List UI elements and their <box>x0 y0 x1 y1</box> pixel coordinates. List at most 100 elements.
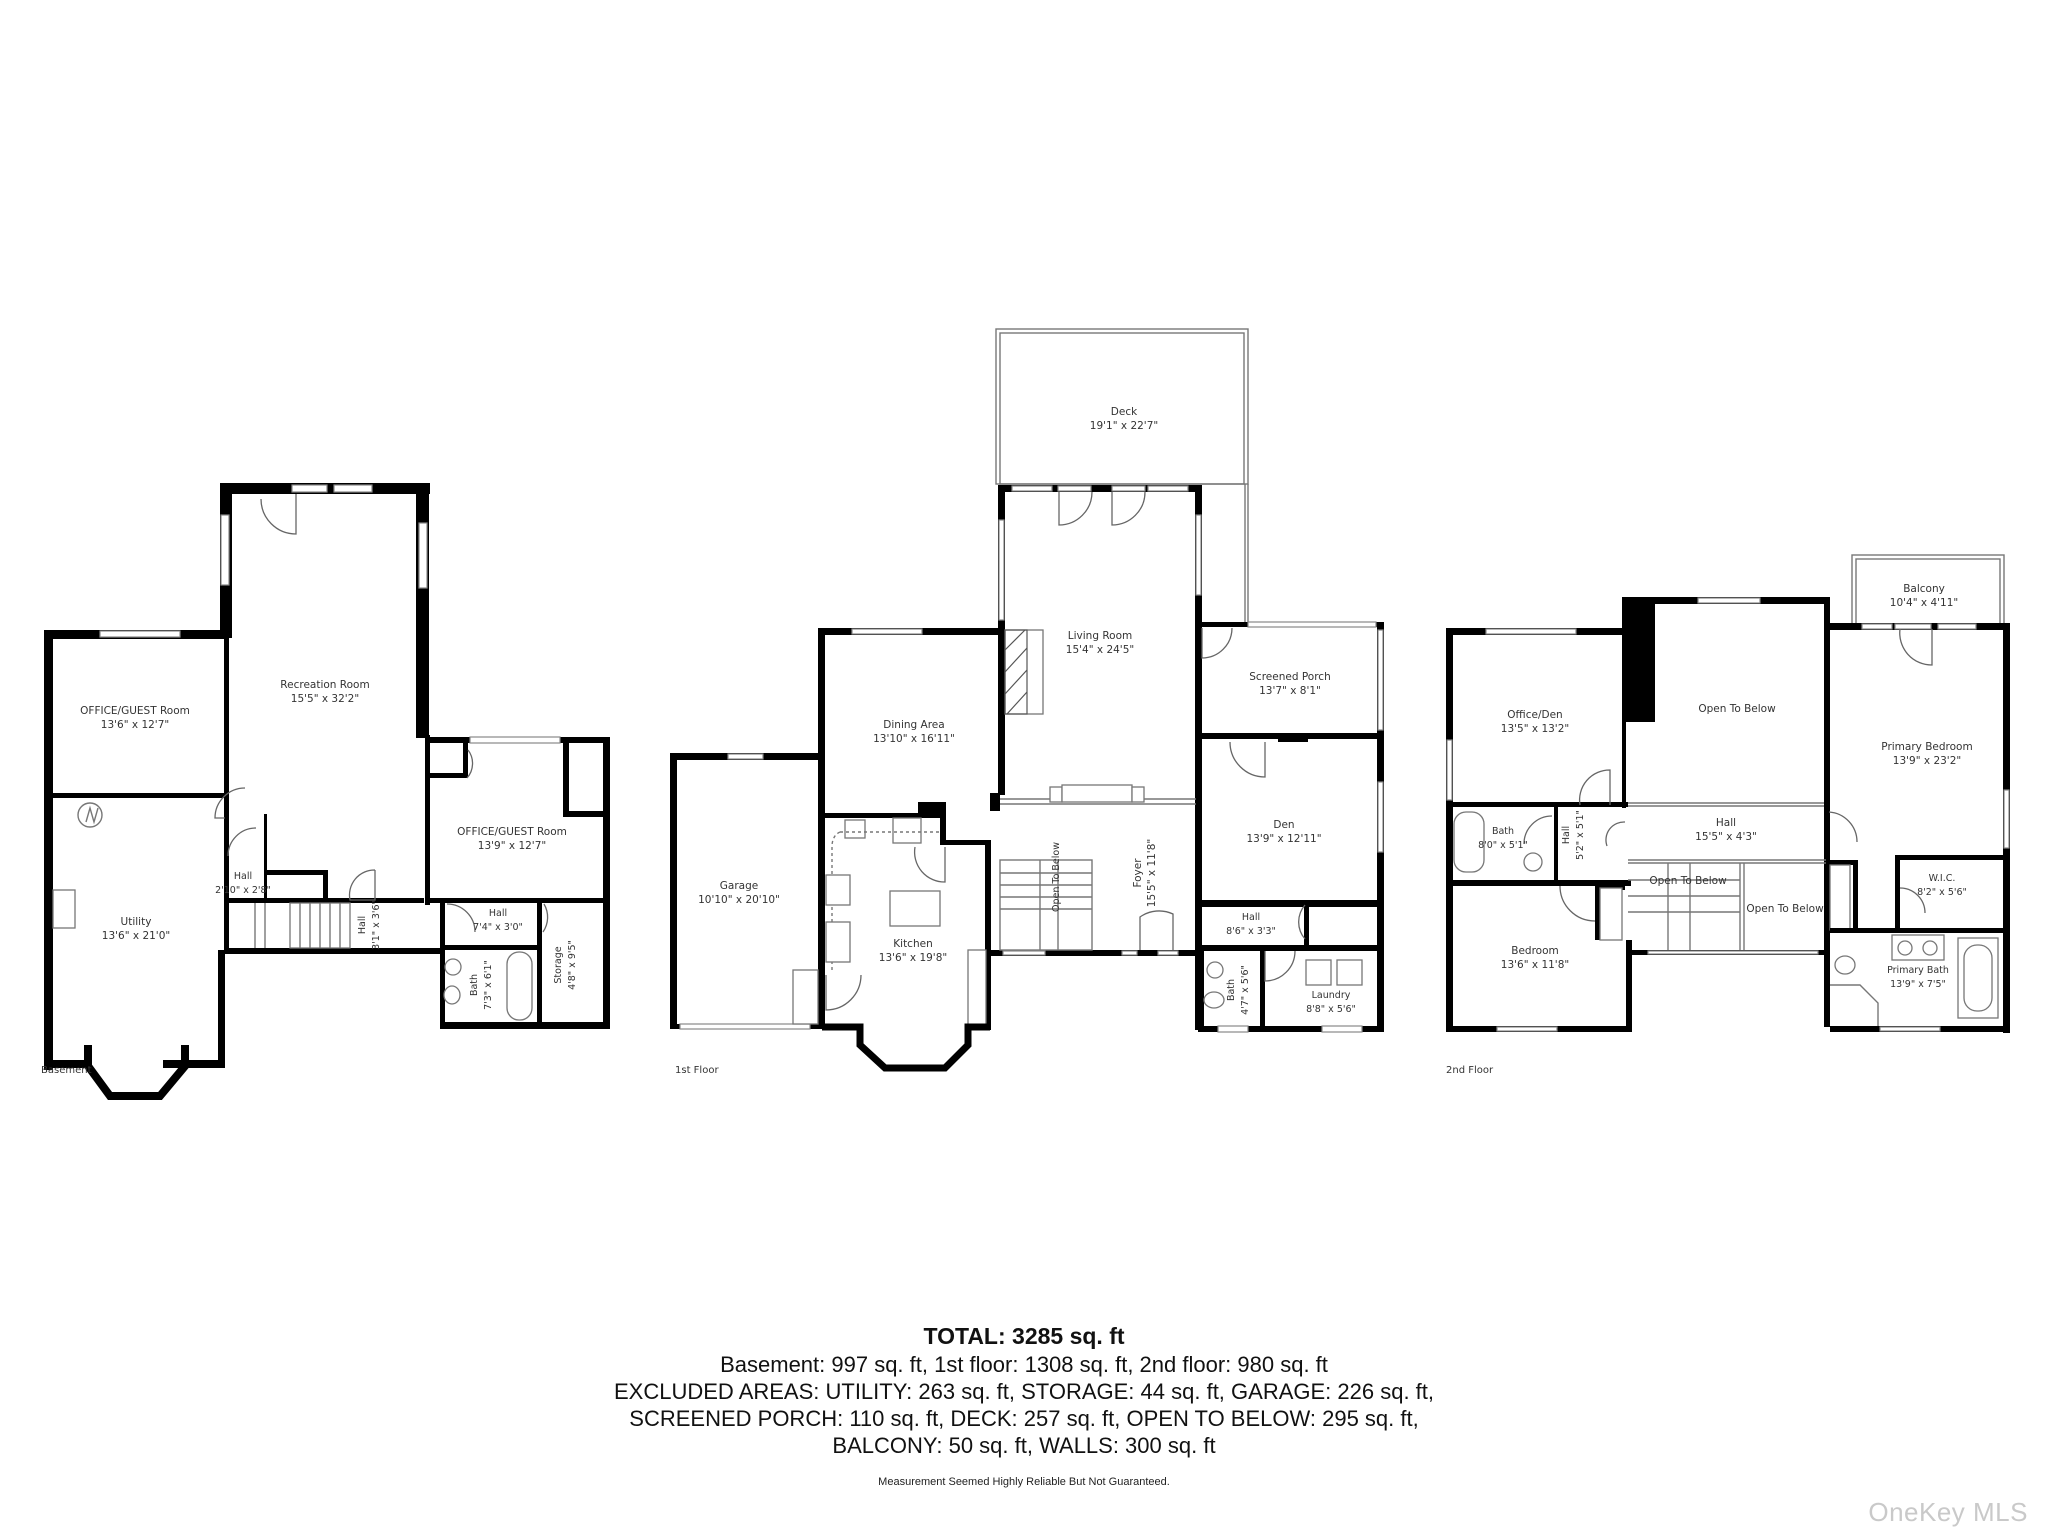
room-name: Bath <box>1491 826 1515 837</box>
room-label-first-bath: Bath 4'7" x 5'6" <box>1225 965 1253 1015</box>
room-label-second-hall: Hall 15'5" x 4'3" <box>1695 816 1757 844</box>
floor-name-first: 1st Floor <box>675 1065 719 1076</box>
room-dimensions: 8'0" x 5'1" <box>1478 840 1528 851</box>
room-name: Hall <box>233 871 253 882</box>
room-name: OFFICE/GUEST Room <box>457 826 567 838</box>
total-area: TOTAL: 3285 sq. ft <box>923 1323 1125 1349</box>
room-dimensions: 15'5" x 4'3" <box>1695 831 1757 843</box>
room-dimensions: 10'10" x 20'10" <box>698 894 780 906</box>
room-name: Hall <box>1561 825 1572 845</box>
room-name: Laundry <box>1311 990 1351 1001</box>
room-label-living-room: Living Room 15'4" x 24'5" <box>1066 629 1134 657</box>
room-dimensions: 13'6" x 19'8" <box>878 952 948 964</box>
room-dimensions: 13'7" x 8'1" <box>1259 685 1321 697</box>
room-name: OFFICE/GUEST Room <box>80 705 190 717</box>
room-name: Utility <box>120 916 152 928</box>
room-label-basement-office-guest-1: OFFICE/GUEST Room 13'6" x 12'7" <box>80 704 190 732</box>
room-label-utility: Utility 13'6" x 21'0" <box>102 915 170 943</box>
room-label-office-den: Office/Den 13'5" x 13'2" <box>1501 708 1569 736</box>
room-label-second-open-to-below-top: Open To Below <box>1698 702 1775 716</box>
room-label-primary-bath: Primary Bath 13'9" x 7'5" <box>1887 964 1949 992</box>
room-name: Recreation Room <box>280 679 370 691</box>
room-name: Garage <box>719 880 759 892</box>
room-dimensions: 7'4" x 3'0" <box>473 922 523 933</box>
room-name: Deck <box>1110 406 1138 418</box>
room-label-basement-office-guest-2: OFFICE/GUEST Room 13'9" x 12'7" <box>457 825 567 853</box>
room-label-basement-bath: Bath 7'3" x 6'1" <box>468 960 496 1010</box>
room-name: Primary Bath <box>1887 965 1949 976</box>
floor-name-basement: Basement <box>41 1065 92 1076</box>
room-name: Balcony <box>1903 583 1945 595</box>
room-name: Hall <box>1715 817 1737 829</box>
room-name: Bath <box>1226 978 1237 1002</box>
second-floor-plan <box>1446 554 2010 1033</box>
excluded-areas-line-2: SCREENED PORCH: 110 sq. ft, DECK: 257 sq… <box>629 1406 1419 1431</box>
room-label-primary-bedroom: Primary Bedroom 13'9" x 23'2" <box>1881 740 1972 768</box>
room-name: Open To Below <box>1746 903 1824 915</box>
room-label-wic: W.I.C. 8'2" x 5'6" <box>1917 872 1967 900</box>
room-label-recreation-room: Recreation Room 15'5" x 32'2" <box>280 678 369 706</box>
room-label-first-open-to-below: Open To Below <box>1050 842 1064 912</box>
room-dimensions: 13'9" x 23'2" <box>1892 755 1962 767</box>
room-dimensions: 8'8" x 5'6" <box>1306 1004 1356 1015</box>
room-name: Screened Porch <box>1249 671 1331 683</box>
room-name: Hall <box>488 908 508 919</box>
room-name: Bath <box>469 973 480 997</box>
floor-areas-line: Basement: 997 sq. ft, 1st floor: 1308 sq… <box>720 1352 1328 1377</box>
room-dimensions: 13'5" x 13'2" <box>1500 723 1570 735</box>
room-dimensions: 7'3" x 6'1" <box>483 960 494 1010</box>
room-label-deck: Deck 19'1" x 22'7" <box>1090 405 1158 433</box>
basement-plan <box>44 483 610 1100</box>
excluded-areas-line-3: BALCONY: 50 sq. ft, WALLS: 300 sq. ft <box>832 1433 1216 1458</box>
room-label-second-hall-small: Hall 5'2" x 5'1" <box>1560 810 1588 860</box>
room-dimensions: 2'10" x 2'8" <box>215 885 271 896</box>
first-floor-plan <box>670 328 1384 1072</box>
room-name: Open To Below <box>1649 875 1727 887</box>
room-dimensions: 13'6" x 21'0" <box>101 930 171 942</box>
room-name: Primary Bedroom <box>1881 741 1973 753</box>
room-name: Foyer <box>1132 858 1144 888</box>
room-name: W.I.C. <box>1928 873 1956 884</box>
room-label-basement-hall-stair: Hall 3'1" x 3'6" <box>356 900 384 950</box>
room-label-first-hall: Hall 8'6" x 3'3" <box>1226 911 1276 939</box>
room-name: Living Room <box>1067 630 1133 642</box>
room-label-storage: Storage 4'8" x 9'5" <box>552 940 580 990</box>
room-name: Open To Below <box>1051 842 1062 912</box>
room-label-second-open-to-below-right: Open To Below <box>1746 902 1823 916</box>
measurement-disclaimer: Measurement Seemed Highly Reliable But N… <box>878 1476 1170 1488</box>
room-name: Kitchen <box>893 938 933 950</box>
room-dimensions: 15'5" x 32'2" <box>290 693 360 705</box>
room-name: Open To Below <box>1698 703 1776 715</box>
room-dimensions: 15'5" x 11'8" <box>1146 838 1158 908</box>
room-name: Hall <box>357 915 368 935</box>
room-label-laundry: Laundry 8'8" x 5'6" <box>1306 989 1356 1017</box>
room-dimensions: 13'6" x 12'7" <box>100 719 170 731</box>
room-dimensions: 19'1" x 22'7" <box>1089 420 1159 432</box>
room-label-foyer: Foyer 15'5" x 11'8" <box>1131 839 1159 907</box>
room-dimensions: 4'8" x 9'5" <box>567 940 578 990</box>
room-name: Dining Area <box>883 719 945 731</box>
floor-name-second: 2nd Floor <box>1446 1065 1494 1076</box>
room-dimensions: 13'6" x 11'8" <box>1500 959 1570 971</box>
room-label-den: Den 13'9" x 12'11" <box>1246 818 1321 846</box>
room-label-dining-area: Dining Area 13'10" x 16'11" <box>873 718 955 746</box>
room-dimensions: 13'9" x 7'5" <box>1890 979 1946 990</box>
room-name: Hall <box>1241 912 1261 923</box>
room-label-second-bath: Bath 8'0" x 5'1" <box>1478 825 1528 853</box>
mls-watermark: OneKey MLS <box>1868 1497 2028 1527</box>
room-label-basement-hall-right: Hall 7'4" x 3'0" <box>473 907 523 935</box>
area-summary: TOTAL: 3285 sq. ft Basement: 997 sq. ft,… <box>0 1322 2048 1488</box>
room-dimensions: 13'10" x 16'11" <box>873 733 955 745</box>
room-dimensions: 4'7" x 5'6" <box>1240 965 1251 1015</box>
room-name: Bedroom <box>1511 945 1559 957</box>
room-label-basement-hall-small: Hall 2'10" x 2'8" <box>215 870 271 898</box>
room-dimensions: 13'9" x 12'11" <box>1246 833 1322 845</box>
room-dimensions: 3'1" x 3'6" <box>371 900 382 950</box>
room-label-balcony: Balcony 10'4" x 4'11" <box>1890 582 1958 610</box>
room-dimensions: 15'4" x 24'5" <box>1065 644 1135 656</box>
room-dimensions: 8'6" x 3'3" <box>1226 926 1276 937</box>
room-dimensions: 10'4" x 4'11" <box>1889 597 1959 609</box>
room-name: Storage <box>553 946 564 984</box>
room-label-second-open-to-below-stair: Open To Below <box>1649 874 1726 888</box>
